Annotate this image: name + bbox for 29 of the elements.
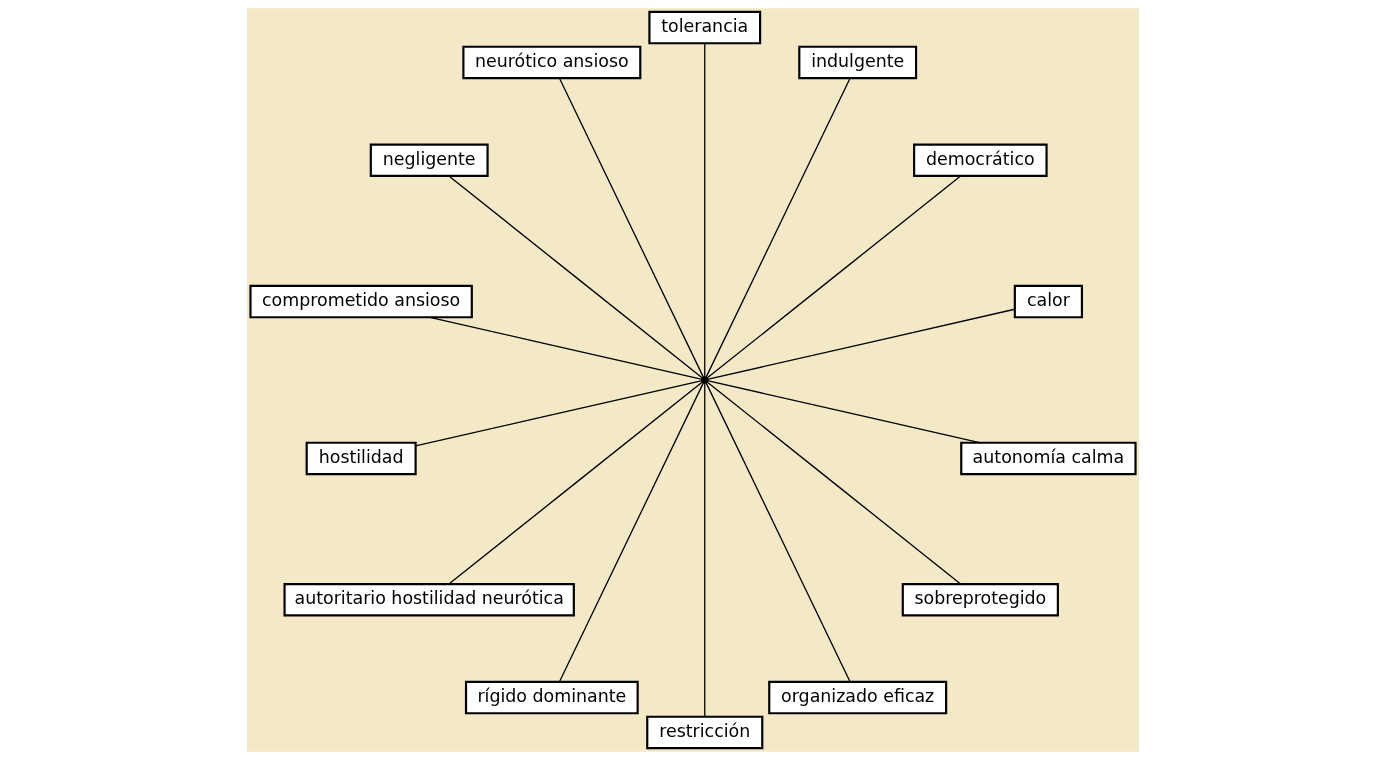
- node-box: autoritario hostilidad neurótica: [282, 583, 575, 617]
- connector: [704, 77, 851, 379]
- node-box: democrático: [912, 143, 1048, 177]
- node-box: rígido dominante: [464, 680, 639, 715]
- connector: [704, 381, 851, 683]
- connector: [414, 379, 703, 447]
- connector: [558, 381, 704, 683]
- connector: [558, 77, 704, 379]
- node-box: calor: [1013, 284, 1083, 319]
- node-box: hostilidad: [305, 441, 417, 476]
- connector: [706, 308, 1015, 381]
- connector: [428, 316, 703, 381]
- connector: [705, 381, 961, 585]
- node-box: negligente: [369, 143, 489, 177]
- connector: [448, 381, 703, 585]
- connector: [448, 175, 703, 379]
- node-circle: [700, 376, 708, 384]
- connector: [706, 379, 980, 444]
- node-box: comprometido ansioso: [248, 284, 473, 319]
- node-box: neurótico ansioso: [461, 45, 641, 80]
- node-box: sobreprotegido: [901, 583, 1059, 617]
- node-box: indulgente: [797, 45, 917, 80]
- connector: [705, 175, 961, 379]
- connector: [703, 42, 705, 378]
- node-box: organizado eficaz: [767, 680, 947, 715]
- node-box: restricción: [645, 715, 763, 750]
- node-box: autonomía calma: [959, 441, 1137, 476]
- node-box: tolerancia: [647, 10, 761, 45]
- connector: [703, 382, 705, 718]
